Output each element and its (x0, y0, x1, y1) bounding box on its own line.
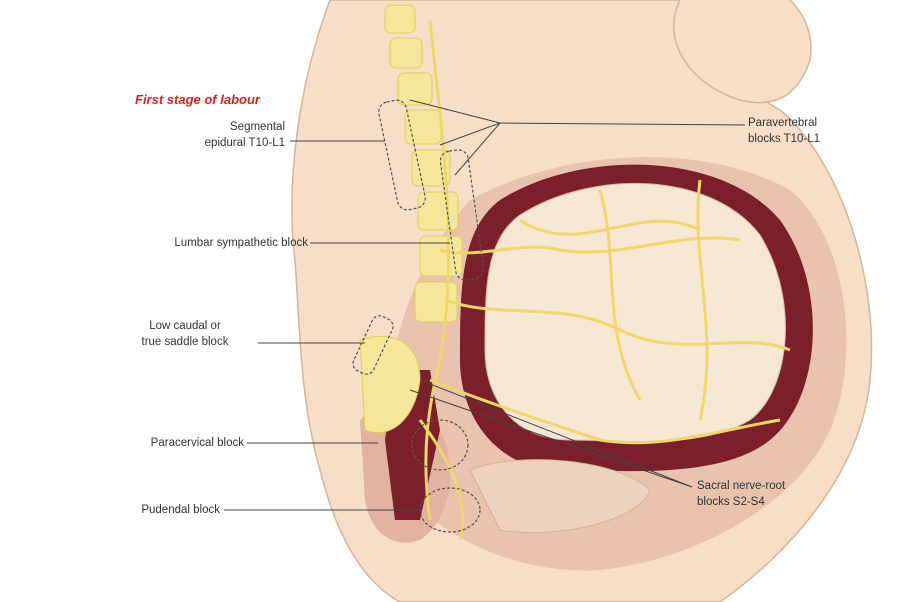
label-line: true saddle block (141, 336, 229, 348)
label-line: Paravertebral (748, 117, 818, 129)
label-line: Segmental (230, 121, 285, 133)
bladder (469, 459, 651, 534)
label-line: blocks T10-L1 (748, 133, 821, 145)
label-low-caudal: Low caudal or true saddle block (110, 318, 260, 350)
label-lumbar-sympathetic: Lumbar sympathetic block (174, 237, 308, 249)
label-line: Sacral nerve-root (697, 480, 786, 492)
label-line: epidural T10-L1 (204, 137, 285, 149)
label-paracervical: Paracervical block (150, 437, 244, 449)
nerves (418, 19, 791, 541)
label-paravertebral: Paravertebral blocks T10-L1 (748, 115, 820, 147)
label-line: Low caudal or (149, 320, 221, 332)
diagram-title: First stage of labour (135, 92, 260, 107)
label-sacral-nerve-root: Sacral nerve-root blocks S2-S4 (697, 478, 785, 510)
label-pudendal: Pudendal block (141, 504, 220, 516)
fetus (484, 182, 786, 443)
label-line: blocks S2-S4 (697, 496, 765, 508)
label-segmental-epidural: Segmental epidural T10-L1 (205, 119, 285, 151)
breast (673, 0, 812, 104)
leader-lines (224, 99, 746, 511)
